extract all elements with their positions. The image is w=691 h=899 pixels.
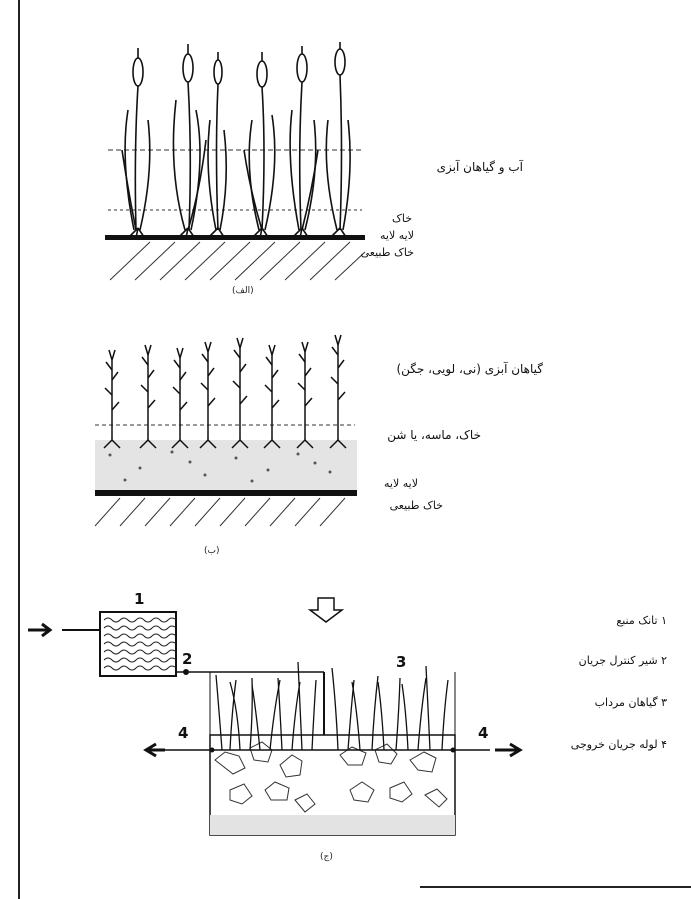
label-natural-soil-b: خاک طبیعی: [390, 499, 443, 512]
label-liner-b: لایه لایه: [384, 477, 418, 490]
cattail-plants-a: [122, 42, 350, 238]
legend-outlet-pipe: ۴ لوله جریان خروجی: [571, 738, 667, 751]
number-4-outlet-left: 4: [178, 724, 188, 742]
caption-b: (ب): [204, 546, 220, 556]
label-water-and-aquatic-plants: آب و گیاهان آبزی: [437, 160, 523, 174]
number-4-outlet-right: 4: [478, 724, 488, 742]
number-3-marsh-plants: 3: [396, 653, 406, 671]
label-soil: خاک: [392, 212, 412, 225]
label-soil-sand-gravel: خاک، ماسه، یا شن: [387, 428, 481, 442]
legend-marsh-plants: ۳ گیاهان مرداب: [595, 696, 667, 709]
caption-a: (الف): [232, 286, 254, 296]
number-2-control-valve: 2: [182, 650, 192, 668]
label-aquatic-plants-reeds: گیاهان آبزی (نی، لویی، جگن): [396, 362, 543, 376]
caption-c: (ج): [320, 852, 333, 862]
wetland-system-diagram-c: [28, 598, 520, 835]
reed-plants-b: [104, 335, 346, 448]
legend-flow-control-valve: ۲ شیر کنترل جریان: [579, 654, 667, 667]
label-natural-soil: خاک طبیعی: [361, 246, 414, 259]
number-1-source-tank: 1: [134, 590, 144, 608]
label-liner: لایه لایه: [380, 229, 414, 242]
legend-source-tank: ۱ تانک منبع: [616, 614, 667, 627]
